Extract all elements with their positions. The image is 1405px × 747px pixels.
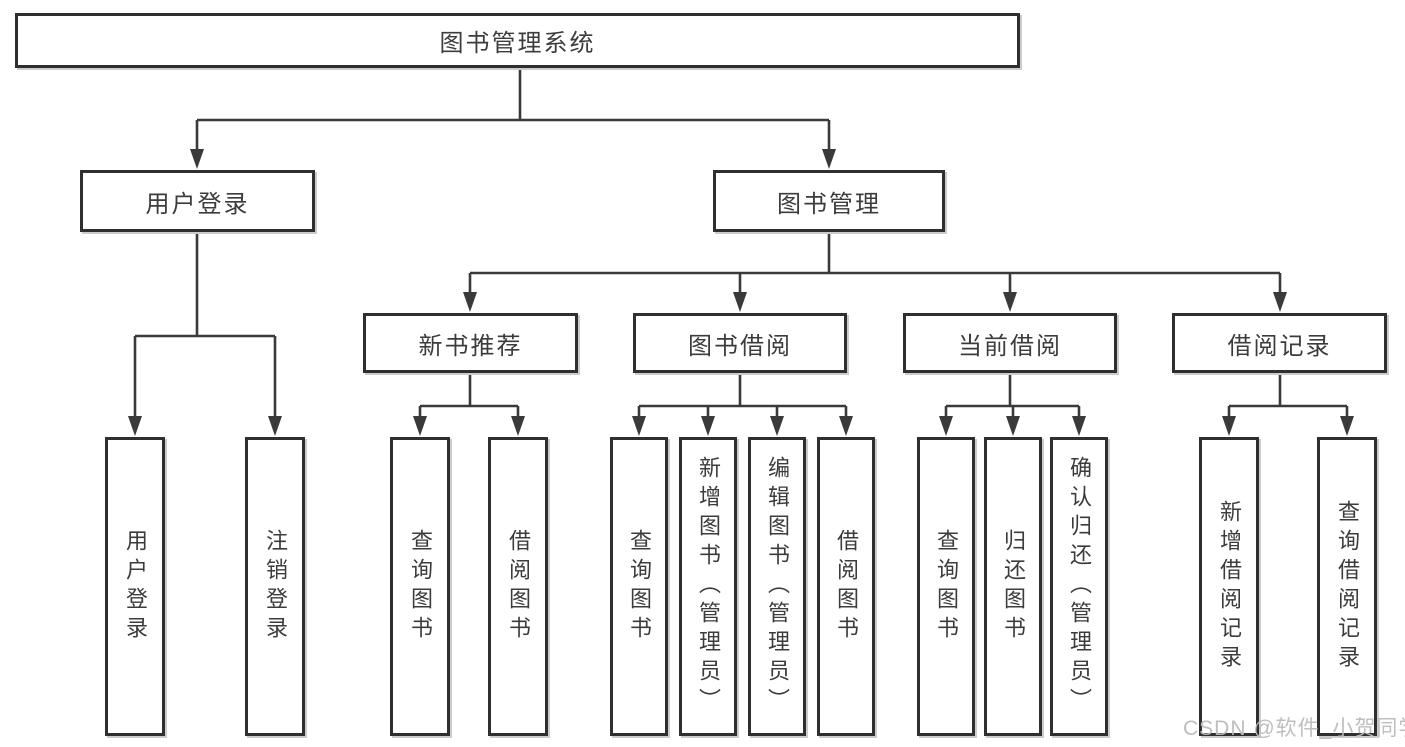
node-label: 查询图书 — [627, 528, 652, 645]
node-label: 新增图书（管理员） — [696, 456, 721, 717]
connector-root — [190, 68, 836, 169]
node-label: 图书管理系统 — [439, 30, 596, 57]
arrowhead-down-icon — [463, 292, 477, 312]
arrowhead-down-icon — [1072, 416, 1086, 436]
connector-line — [195, 68, 831, 151]
node-book-borrow: 图书借阅 — [633, 313, 847, 373]
node-label: 注销登录 — [263, 528, 288, 645]
leaf-query-books-1: 查询图书 — [390, 437, 450, 736]
arrowhead-down-icon — [1003, 292, 1017, 312]
arrowhead-down-icon — [1006, 416, 1020, 436]
leaf-confirm-return-admin: 确认归还（管理员） — [1050, 437, 1108, 736]
connector-line — [418, 373, 520, 417]
arrowhead-down-icon — [413, 416, 427, 436]
leaf-user-login: 用户登录 — [105, 437, 165, 736]
leaf-query-borrow-record: 查询借阅记录 — [1317, 437, 1377, 736]
arrowhead-down-icon — [839, 416, 853, 436]
leaf-query-books-3: 查询图书 — [917, 437, 975, 736]
arrowhead-down-icon — [268, 416, 282, 436]
connector-book-management — [463, 232, 1287, 312]
node-label: 归还图书 — [1001, 528, 1026, 645]
node-borrow-records: 借阅记录 — [1172, 313, 1387, 373]
connector-current-borrow — [939, 373, 1086, 436]
node-label: 借阅记录 — [1227, 332, 1332, 360]
leaf-add-borrow-record: 新增借阅记录 — [1199, 437, 1259, 736]
node-current-borrow: 当前借阅 — [903, 313, 1117, 373]
connector-line — [468, 232, 1282, 293]
arrowhead-down-icon — [770, 416, 784, 436]
arrowhead-down-icon — [632, 416, 646, 436]
leaf-logout: 注销登录 — [245, 437, 305, 736]
leaf-add-books-admin: 新增图书（管理员） — [679, 437, 737, 736]
node-label: 图书管理 — [777, 190, 881, 218]
leaf-borrow-books-2: 借阅图书 — [817, 437, 875, 736]
node-label: 图书借阅 — [688, 332, 792, 360]
node-label: 新增借阅记录 — [1217, 499, 1242, 674]
node-label: 查询图书 — [408, 528, 433, 645]
arrowhead-down-icon — [1273, 292, 1287, 312]
node-root-system: 图书管理系统 — [15, 13, 1020, 68]
arrowhead-down-icon — [701, 416, 715, 436]
arrowhead-down-icon — [190, 149, 204, 169]
node-label: 用户登录 — [145, 190, 250, 218]
connector-line — [944, 373, 1081, 417]
arrowhead-down-icon — [1222, 416, 1236, 436]
connector-line — [1227, 373, 1349, 417]
node-new-book-recommend: 新书推荐 — [363, 313, 578, 373]
arrowhead-down-icon — [1340, 416, 1354, 436]
leaf-edit-books-admin: 编辑图书（管理员） — [748, 437, 806, 736]
leaf-query-books-2: 查询图书 — [610, 437, 668, 736]
node-label: 借阅图书 — [834, 528, 859, 645]
node-label: 用户登录 — [123, 528, 148, 645]
node-label: 新书推荐 — [418, 332, 523, 360]
connector-borrow-records — [1222, 373, 1354, 436]
node-label: 确认归还（管理员） — [1067, 456, 1092, 717]
arrowhead-down-icon — [939, 416, 953, 436]
leaf-return-books: 归还图书 — [984, 437, 1042, 736]
node-label: 查询借阅记录 — [1335, 499, 1360, 674]
leaf-borrow-books-1: 借阅图书 — [488, 437, 548, 736]
csdn-watermark: CSDN @软件_小贺同学 — [1183, 717, 1405, 740]
arrowhead-down-icon — [511, 416, 525, 436]
node-label: 借阅图书 — [506, 528, 531, 645]
arrowhead-down-icon — [733, 292, 747, 312]
node-book-management: 图书管理 — [713, 170, 945, 232]
connector-line — [133, 232, 277, 418]
node-user-login: 用户登录 — [80, 170, 315, 232]
arrowhead-down-icon — [822, 149, 836, 169]
connector-user-login — [128, 232, 282, 436]
arrowhead-down-icon — [128, 416, 142, 436]
connector-book-borrow — [632, 373, 853, 436]
node-label: 查询图书 — [934, 528, 959, 645]
connector-line — [637, 373, 848, 417]
node-label: 当前借阅 — [958, 332, 1062, 360]
connector-new-book — [413, 373, 525, 436]
node-label: 编辑图书（管理员） — [765, 456, 790, 717]
